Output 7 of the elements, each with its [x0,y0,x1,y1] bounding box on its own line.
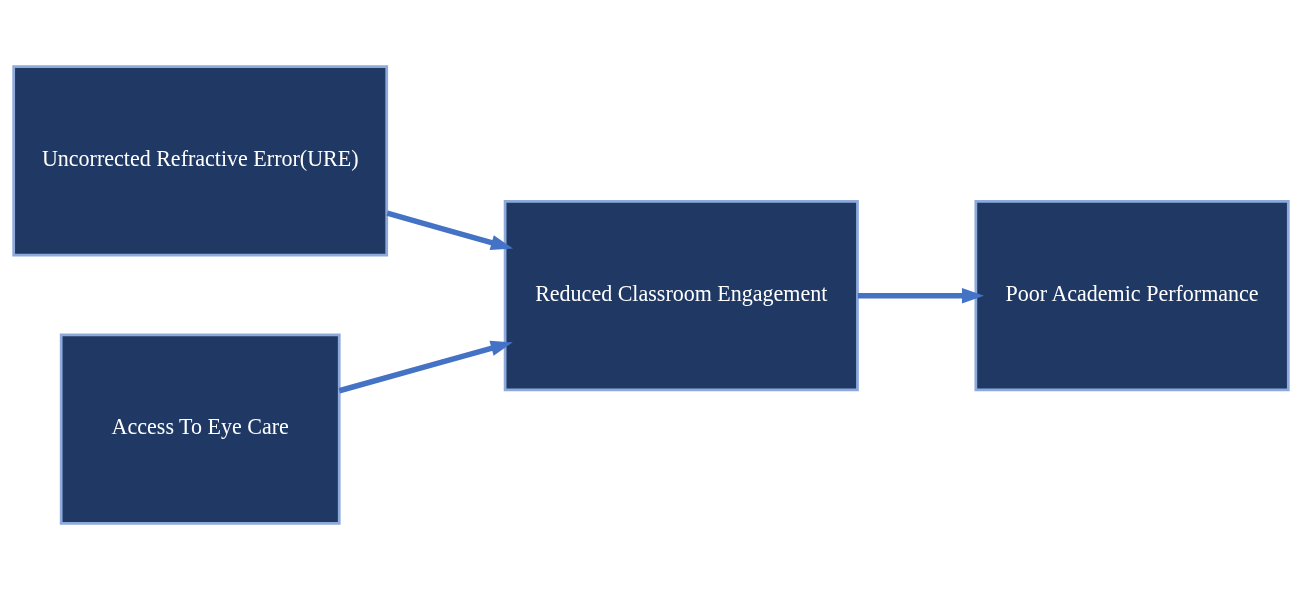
node-box: Poor Academic Performance [974,200,1290,392]
arrow [338,340,513,394]
arrow [857,287,985,304]
node-box: Uncorrected Refractive Error(URE) [12,65,389,257]
arrow [386,210,513,251]
node-box: Reduced Classroom Engagement [503,200,859,392]
node-box: Access To Eye Care [59,333,341,525]
